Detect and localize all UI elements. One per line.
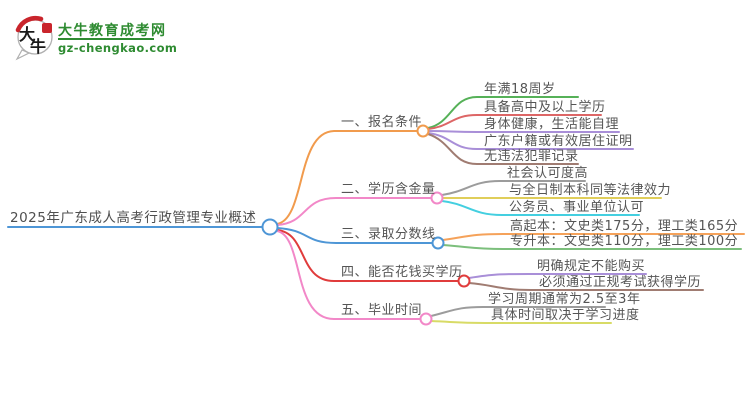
branch-1-child-1-label[interactable]: 年满18周岁 (484, 82, 556, 97)
branch-5-line (276, 230, 421, 320)
branch-3-child-2-label[interactable]: 专升本：文史类110分，理工类100分 (510, 234, 739, 249)
branch-1-child-2-line (427, 114, 602, 130)
branch-2-label[interactable]: 二、学历含金量 (341, 182, 436, 197)
branch-5-child-2-line (430, 320, 612, 324)
branch-2-child-3-label[interactable]: 公务员、事业单位认可 (509, 200, 645, 215)
branch-5-child-1-line (430, 306, 606, 317)
branch-4-line (276, 229, 459, 282)
branch-1-line (276, 130, 418, 225)
branch-2-child-1-label[interactable]: 社会认可度高 (507, 166, 589, 181)
branch-3-node-toggle[interactable] (431, 236, 445, 250)
branch-4-child-1-label[interactable]: 明确规定不能购买 (537, 259, 646, 274)
branch-2-node-toggle[interactable] (430, 191, 444, 205)
branch-5-node-toggle[interactable] (419, 312, 433, 326)
logo-bull-icon: 大 牛 (15, 15, 53, 61)
branch-4-child-2-label[interactable]: 必须通过正规考试获得学历 (539, 275, 702, 290)
branch-1-child-5-line (427, 133, 579, 165)
branch-1-label[interactable]: 一、报名条件 (341, 115, 423, 130)
root-node-toggle[interactable] (261, 218, 279, 236)
logo-char-1: 大 (19, 25, 35, 44)
branch-2-child-2-label[interactable]: 与全日制本科同等法律效力 (509, 183, 672, 198)
branch-3-line (276, 227, 433, 244)
branch-4-label[interactable]: 四、能否花钱买学历 (341, 265, 463, 280)
branch-3-child-1-line (442, 233, 745, 241)
logo-divider (58, 38, 154, 40)
logo-char-2: 牛 (30, 37, 46, 56)
branch-3-label[interactable]: 三、录取分数线 (341, 227, 436, 242)
branch-1-child-3-label[interactable]: 身体健康，生活能自理 (484, 117, 620, 132)
branch-2-line (276, 197, 432, 226)
branch-1-child-5-label[interactable]: 无违法犯罪记录 (484, 149, 579, 164)
branch-4-node-toggle[interactable] (457, 274, 471, 288)
logo-domain-text: gz-chengkao.com (58, 41, 178, 55)
branch-2-child-3-line (441, 200, 640, 216)
branch-4-child-2-line (468, 282, 704, 291)
branch-3-child-2-line (442, 244, 742, 250)
branch-3-child-1-label[interactable]: 高起本：文史类175分，理工类165分 (510, 219, 739, 234)
branch-1-node-toggle[interactable] (416, 124, 430, 138)
branch-4-child-1-line (468, 273, 647, 279)
branch-2-child-1-line (441, 180, 586, 196)
branch-5-child-1-label[interactable]: 学习周期通常为2.5至3年 (488, 292, 641, 307)
branch-5-child-2-label[interactable]: 具体时间取决于学习进度 (491, 308, 640, 323)
branch-1-child-1-line (427, 96, 579, 129)
branch-1-child-3-line (427, 130, 620, 133)
branch-1-child-2-label[interactable]: 具备高中及以上学历 (484, 100, 606, 115)
branch-1-child-4-line (427, 132, 634, 150)
logo-title: 大牛教育成考网 (58, 23, 167, 39)
branch-5-label[interactable]: 五、毕业时间 (341, 303, 423, 318)
branch-1-child-4-label[interactable]: 广东户籍或有效居住证明 (484, 134, 633, 149)
root-topic-label[interactable]: 2025年广东成人高考行政管理专业概述 (10, 210, 257, 226)
